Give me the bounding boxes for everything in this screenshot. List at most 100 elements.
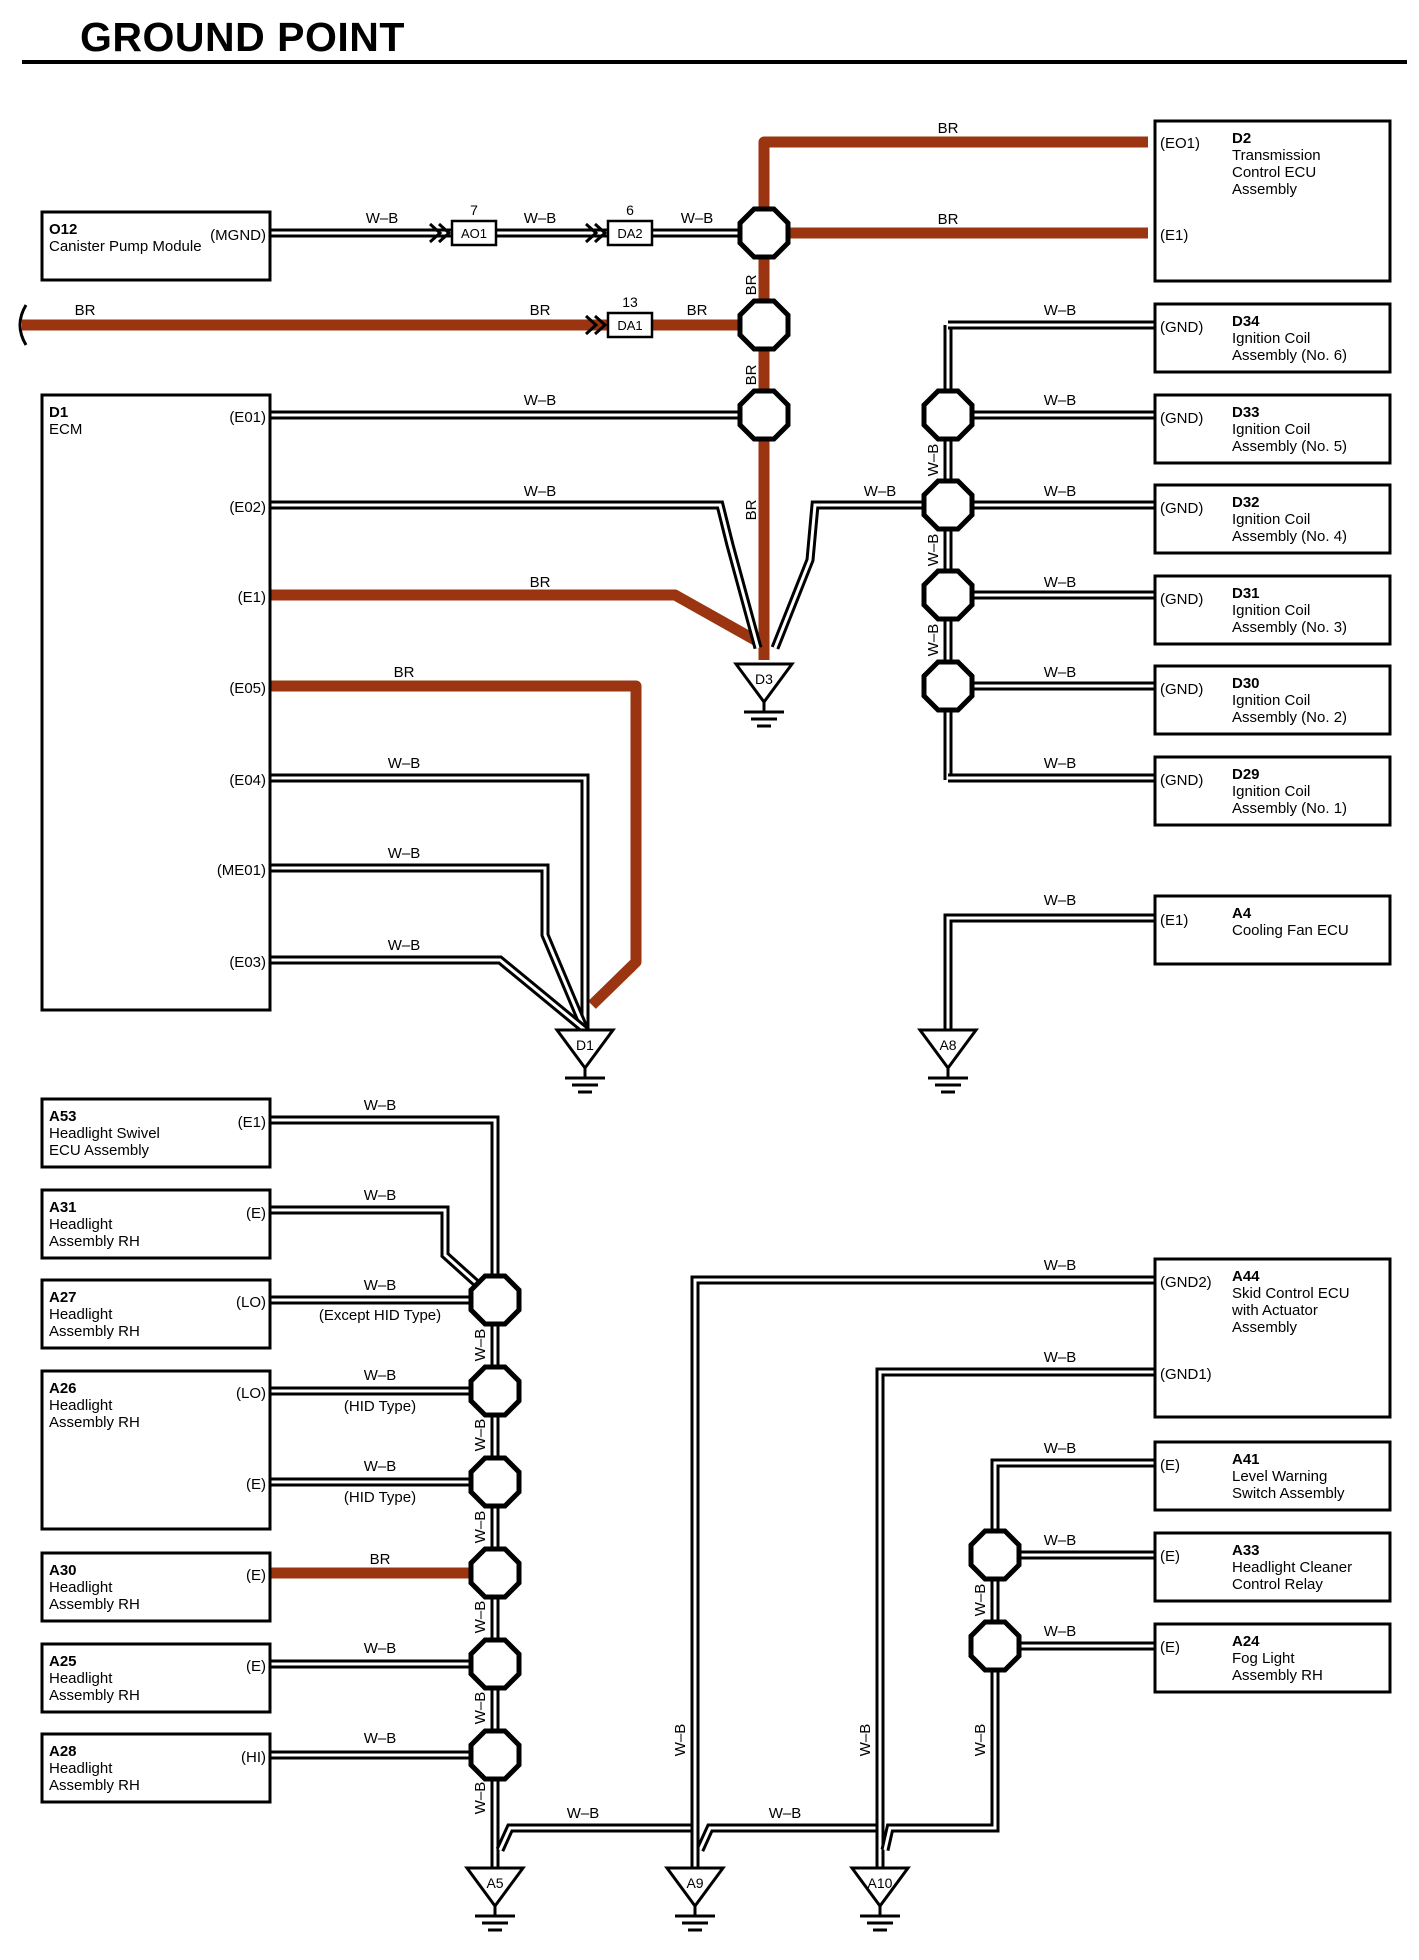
a25-pin-label: (E) xyxy=(246,1658,266,1675)
a25-connector-id: A25 xyxy=(49,1653,77,1670)
a30-connector-id: A30 xyxy=(49,1562,77,1579)
br-wire-label: BR xyxy=(75,302,96,319)
wb-wire-label: W–B xyxy=(472,1782,489,1815)
d2-connector-name: Control ECU xyxy=(1232,164,1316,181)
a33-connector-box xyxy=(1153,1531,1392,1603)
a27-connector-id: A27 xyxy=(49,1289,77,1306)
da2-junction-tag: DA2 xyxy=(617,226,642,241)
ground-symbol-icon xyxy=(464,1866,526,1932)
splice-point-a5 xyxy=(468,1273,522,1327)
a41-pin-label: (E) xyxy=(1160,1457,1180,1474)
ground-point-tag: D1 xyxy=(576,1037,594,1053)
d32-connector-name: Assembly (No. 4) xyxy=(1232,528,1347,545)
wb-wire-label: W–B xyxy=(1044,1532,1077,1549)
wb-wire-label: W–B xyxy=(388,845,421,862)
ao1-junction-pin: 7 xyxy=(470,202,478,218)
a33-connector-name: Headlight Cleaner xyxy=(1232,1559,1352,1576)
d1-connector-box xyxy=(40,393,272,1012)
a4-pin-label: (E1) xyxy=(1160,912,1188,929)
a24-connector-box xyxy=(1153,1622,1392,1694)
ground-symbol-icon xyxy=(664,1866,726,1932)
a24-connector-name: Fog Light xyxy=(1232,1650,1295,1667)
a28-connector-name: Headlight xyxy=(49,1760,113,1777)
a30-pin-label: (E) xyxy=(246,1567,266,1584)
a33-connector-id: A33 xyxy=(1232,1542,1260,1559)
da1-junction-connector xyxy=(606,311,654,339)
a30-connector-name: Headlight xyxy=(49,1579,113,1596)
a33-connector-name: Control Relay xyxy=(1232,1576,1323,1593)
wb-wire-label: W–B xyxy=(1044,664,1077,681)
d31-connector-name: Ignition Coil xyxy=(1232,602,1310,619)
wb-wire-label: W–B xyxy=(366,210,399,227)
wb-wire-ecm-e03 xyxy=(270,955,588,1034)
wb-wire-label: W–B xyxy=(1044,1257,1077,1274)
wb-wire-label: W–B xyxy=(472,1329,489,1362)
a44-connector-name: Assembly xyxy=(1232,1319,1298,1336)
a44-connector-name: with Actuator xyxy=(1231,1302,1318,1319)
a33-pin-label: (E) xyxy=(1160,1548,1180,1565)
d33-connector-name: Ignition Coil xyxy=(1232,421,1310,438)
wb-wire-label: W–B xyxy=(472,1419,489,1452)
wb-wire-label: W–B xyxy=(1044,1440,1077,1457)
da1-junction-tag: DA1 xyxy=(617,318,642,333)
a31-pin-label: (E) xyxy=(246,1205,266,1222)
a30-connector-name: Assembly RH xyxy=(49,1596,140,1613)
a30-connector-box xyxy=(40,1551,272,1623)
d34-connector-name: Assembly (No. 6) xyxy=(1232,347,1347,364)
wb-trunk-a10-right xyxy=(880,1458,1155,1851)
br-wire-label: BR xyxy=(938,211,959,228)
a4-connector-id: A4 xyxy=(1232,905,1252,922)
ground-point-tag: A10 xyxy=(868,1875,893,1891)
wb-wire-ecm-e04 xyxy=(270,773,590,1030)
wb-wire-label: W–B xyxy=(388,755,421,772)
wb-wire-a44-gnd1 xyxy=(875,1367,1155,1870)
a31-connector-name: Assembly RH xyxy=(49,1233,140,1250)
d31-connector-id: D31 xyxy=(1232,585,1260,602)
ground-symbol-icon xyxy=(733,662,795,728)
a4-connector-box xyxy=(1153,894,1392,966)
d34-connector-id: D34 xyxy=(1232,313,1260,330)
splice-point-a5 xyxy=(468,1455,522,1509)
wb-wire-a5-a9 xyxy=(495,1823,700,1870)
wb-wire-label: W–B xyxy=(681,210,714,227)
a44-pin-label: (GND1) xyxy=(1160,1366,1212,1383)
splice-point-br-trunk xyxy=(737,388,791,442)
wb-wire-ecm-e02 xyxy=(270,500,763,650)
wb-wire-label: W–B xyxy=(1044,1623,1077,1640)
d30-connector-name: Assembly (No. 2) xyxy=(1232,709,1347,726)
d31-pin-label: (GND) xyxy=(1160,591,1203,608)
wb-wire-label: W–B xyxy=(472,1601,489,1634)
wb-wire-label: W–B xyxy=(972,1724,989,1757)
d30-connector-id: D30 xyxy=(1232,675,1260,692)
br-wire-label: BR xyxy=(370,1551,391,1568)
wb-wire-label: W–B xyxy=(1044,1349,1077,1366)
splice-point-a5 xyxy=(468,1364,522,1418)
br-wire-label: BR xyxy=(938,120,959,137)
d29-connector-box xyxy=(1153,755,1392,827)
a31-connector-id: A31 xyxy=(49,1199,77,1216)
br-wire-label: BR xyxy=(394,664,415,681)
a26-connector-name: Headlight xyxy=(49,1397,113,1414)
a53-pin-label: (E1) xyxy=(238,1114,266,1131)
wb-wire-label: W–B xyxy=(567,1805,600,1822)
wb-wire-label: W–B xyxy=(925,444,942,477)
d1-pin-label: (ME01) xyxy=(217,862,266,879)
splice-point-a10 xyxy=(968,1528,1022,1582)
wb-wire-label: W–B xyxy=(1044,392,1077,409)
d33-pin-label: (GND) xyxy=(1160,410,1203,427)
a28-connector-name: Assembly RH xyxy=(49,1777,140,1794)
splice-point-a5 xyxy=(468,1546,522,1600)
d1-pin-label: (E02) xyxy=(229,499,266,516)
d34-pin-label: (GND) xyxy=(1160,319,1203,336)
splice-point-ignition xyxy=(921,478,975,532)
d1-pin-label: (E04) xyxy=(229,772,266,789)
wb-wire-label: W–B xyxy=(857,1724,874,1757)
splice-point-a10 xyxy=(968,1619,1022,1673)
a41-connector-box xyxy=(1153,1440,1392,1512)
wb-wire-label: W–B xyxy=(1044,483,1077,500)
d2-connector-name: Assembly xyxy=(1232,181,1298,198)
br-wire-ecm-e05 xyxy=(270,680,642,1009)
hid-type-note: (HID Type) xyxy=(344,1489,416,1506)
junction-arrow-icon xyxy=(584,222,599,244)
d2-pin-label: (EO1) xyxy=(1160,135,1200,152)
